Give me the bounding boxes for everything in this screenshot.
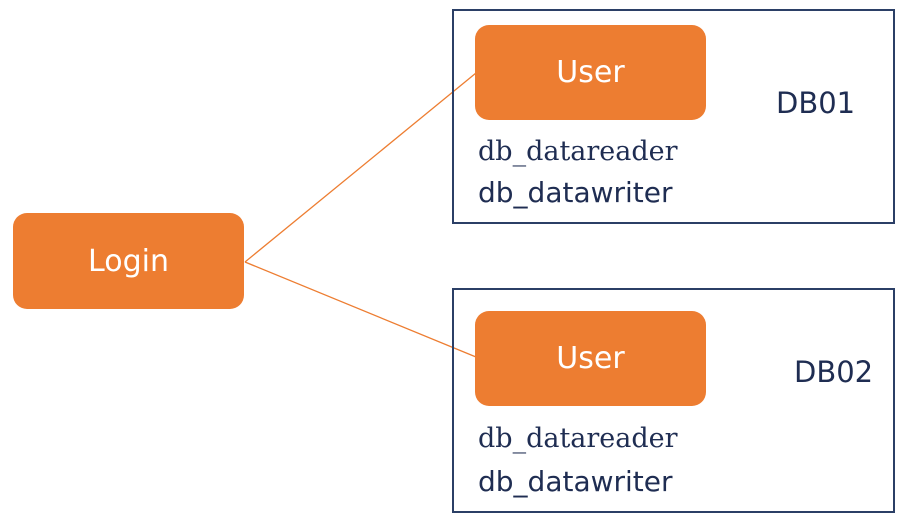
role-datawriter-db02: db_datawriter (478, 465, 673, 498)
connector-login-to-db01-user (244, 72, 477, 263)
user-label-db02: User (556, 341, 625, 376)
role-datawriter-db01: db_datawriter (478, 176, 673, 209)
login-label: Login (88, 243, 169, 279)
database-box-db01 (452, 9, 895, 224)
database-box-db02 (452, 288, 895, 513)
database-name-db01: DB01 (776, 86, 856, 120)
role-datareader-db01: db_datareader (478, 136, 678, 167)
database-name-db02: DB02 (794, 355, 874, 389)
user-node-db01: User (475, 25, 706, 120)
role-datareader-db02: db_datareader (478, 423, 678, 454)
user-node-db02: User (475, 311, 706, 406)
login-node: Login (13, 213, 244, 309)
user-label-db01: User (556, 55, 625, 90)
connector-login-to-db02-user (244, 261, 477, 358)
